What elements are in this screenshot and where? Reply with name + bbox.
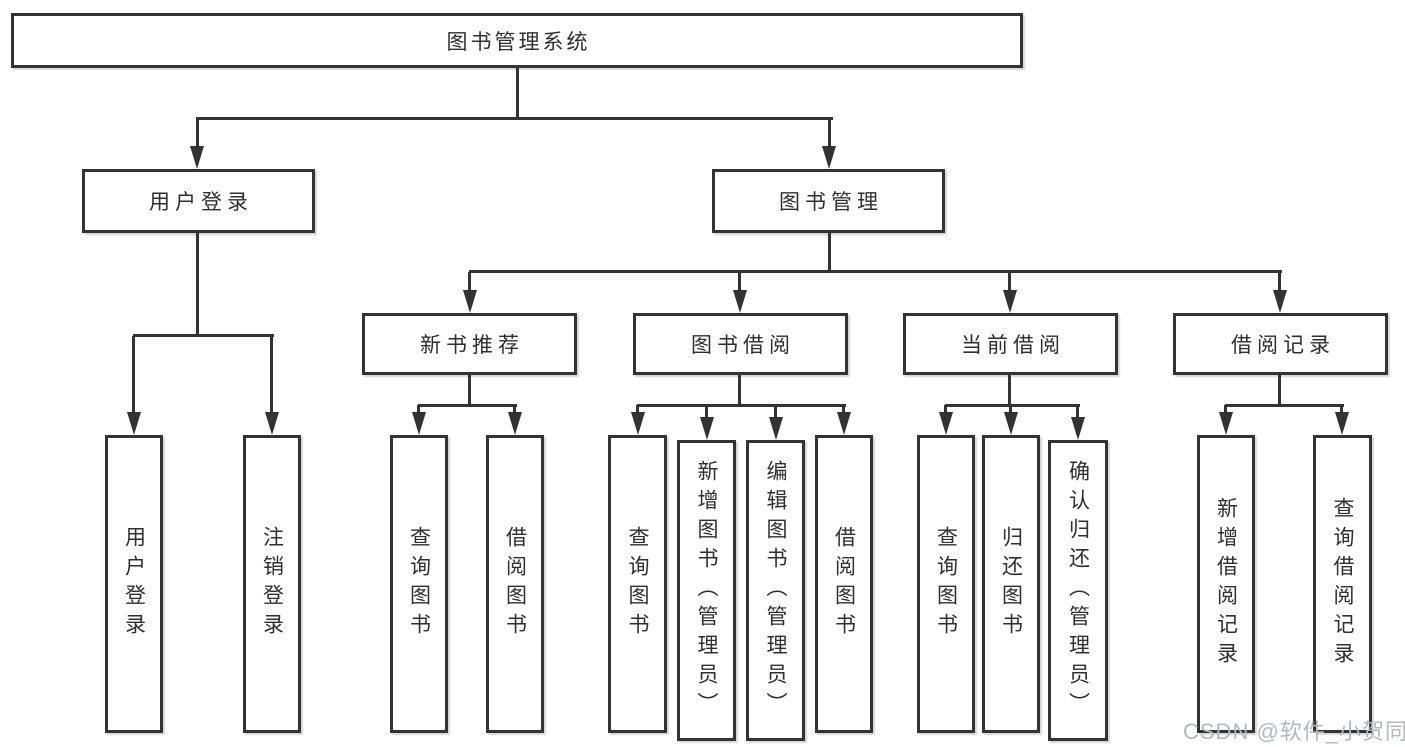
connector-bb-stem <box>738 375 741 406</box>
leaf-cb-query-books: 查询图书 <box>917 435 975 733</box>
node-label: 借阅图书 <box>832 526 856 642</box>
leaf-cb-confirm-return-admin: 确认归还（管理员） <box>1048 440 1108 741</box>
arrowhead-cb-leaf3 <box>1071 417 1085 440</box>
connector-bb-leaf4-shaft <box>842 405 845 415</box>
connector-cb-leaf1-shaft <box>944 405 947 415</box>
connector-bb-leaf1-shaft <box>636 405 639 415</box>
node-label: 借阅记录 <box>1231 334 1335 357</box>
leaf-user-login: 用户登录 <box>105 435 163 733</box>
connector-nbr-leaf2-shaft <box>513 405 516 415</box>
node-label: 图书管理 <box>779 191 883 214</box>
arrowhead-to-current-borrow <box>1003 290 1017 313</box>
arrowhead-nbr-leaf2 <box>508 412 522 435</box>
node-borrowing-records: 借阅记录 <box>1173 313 1388 375</box>
connector-user-login-stem <box>196 233 199 336</box>
arrowhead-to-user-login <box>190 146 204 169</box>
arrowhead-to-new-book <box>463 290 477 313</box>
leaf-nbr-query-books: 查询图书 <box>390 435 448 733</box>
arrowhead-to-borrow-records <box>1273 290 1287 313</box>
node-current-borrowing: 当前借阅 <box>903 313 1118 375</box>
arrowhead-bb-leaf4 <box>837 412 851 435</box>
leaf-logout: 注销登录 <box>243 435 301 733</box>
arrowhead-bb-leaf1 <box>631 412 645 435</box>
node-label: 新书推荐 <box>420 334 524 357</box>
node-label: 查询图书 <box>626 526 649 642</box>
arrowhead-br-leaf1 <box>1219 412 1233 435</box>
node-book-management: 图书管理 <box>712 169 945 233</box>
node-label: 图书管理系统 <box>446 30 591 54</box>
connector-user-login-bar <box>133 334 274 337</box>
connector-br-leaf1-shaft <box>1224 405 1227 415</box>
arrowhead-bb-leaf2 <box>700 417 714 440</box>
node-label: 归还图书 <box>999 526 1023 642</box>
node-label: 确认归还（管理员） <box>1066 460 1090 721</box>
node-label: 编辑图书（管理员） <box>764 460 787 721</box>
node-label: 用户登录 <box>149 191 253 214</box>
node-label: 查询图书 <box>934 526 958 642</box>
leaf-cb-return-books: 归还图书 <box>982 435 1040 733</box>
node-book-borrowing: 图书借阅 <box>633 313 848 375</box>
arrowhead-to-book-borrow <box>733 290 747 313</box>
connector-book-borrow-shaft <box>738 272 741 292</box>
leaf-bb-query-books: 查询图书 <box>608 435 667 733</box>
connector-user-login-shaft <box>196 119 199 149</box>
connector-br-stem <box>1278 375 1281 406</box>
node-label: 查询图书 <box>407 526 431 642</box>
leaf-br-query-record: 查询借阅记录 <box>1313 435 1372 733</box>
node-label: 注销登录 <box>260 526 284 642</box>
arrowhead-bb-leaf3 <box>769 417 783 440</box>
connector-borrow-records-shaft <box>1278 272 1281 292</box>
node-label: 用户登录 <box>122 526 146 642</box>
connector-login-leaf-shaft <box>132 336 135 415</box>
arrowhead-cb-leaf1 <box>939 412 953 435</box>
node-label: 当前借阅 <box>961 334 1065 357</box>
arrowhead-nbr-leaf1 <box>412 412 426 435</box>
connector-cb-bar <box>945 404 1080 407</box>
arrowhead-br-leaf2 <box>1335 412 1349 435</box>
leaf-bb-edit-books-admin: 编辑图书（管理员） <box>746 440 805 741</box>
connector-cb-leaf2-shaft <box>1009 405 1012 415</box>
arrowhead-to-login-leaf <box>127 412 141 435</box>
connector-br-leaf2-shaft <box>1340 405 1343 415</box>
csdn-watermark: CSDN @软件_小贺同学 <box>1183 719 1405 744</box>
connector-nbr-bar <box>418 404 517 407</box>
arrowhead-cb-leaf2 <box>1004 412 1018 435</box>
connector-cb-leaf3-shaft <box>1076 405 1079 419</box>
connector-nbr-leaf1-shaft <box>417 405 420 415</box>
connector-logout-leaf-shaft <box>270 336 273 415</box>
node-new-book-recommend: 新书推荐 <box>362 313 577 375</box>
connector-level2-bar <box>196 117 833 120</box>
connector-bb-bar <box>637 404 846 407</box>
node-library-management-system: 图书管理系统 <box>11 13 1023 68</box>
connector-bb-leaf3-shaft <box>774 405 777 419</box>
connector-cb-stem <box>1008 375 1011 406</box>
connector-level3-bar <box>469 270 1282 273</box>
connector-bb-leaf2-shaft <box>705 405 708 419</box>
connector-nbr-stem <box>468 375 471 406</box>
arrowhead-to-book-mgmt <box>822 146 836 169</box>
connector-new-book-shaft <box>468 272 471 292</box>
node-label: 查询借阅记录 <box>1331 497 1354 671</box>
node-label: 图书借阅 <box>691 334 795 357</box>
leaf-bb-add-books-admin: 新增图书（管理员） <box>677 440 736 741</box>
node-user-login: 用户登录 <box>82 169 315 233</box>
connector-book-mgmt-down <box>828 233 831 272</box>
leaf-bb-borrow-books: 借阅图书 <box>815 435 873 733</box>
connector-current-borrow-shaft <box>1008 272 1011 292</box>
node-label: 新增借阅记录 <box>1214 497 1238 671</box>
leaf-br-add-record: 新增借阅记录 <box>1197 435 1255 733</box>
connector-br-bar <box>1225 404 1344 407</box>
arrowhead-to-logout-leaf <box>265 412 279 435</box>
connector-book-mgmt-shaft <box>828 119 831 149</box>
connector-root-stem <box>516 68 519 119</box>
node-label: 借阅图书 <box>503 526 527 642</box>
leaf-nbr-borrow-books: 借阅图书 <box>486 435 544 733</box>
node-label: 新增图书（管理员） <box>695 460 718 721</box>
